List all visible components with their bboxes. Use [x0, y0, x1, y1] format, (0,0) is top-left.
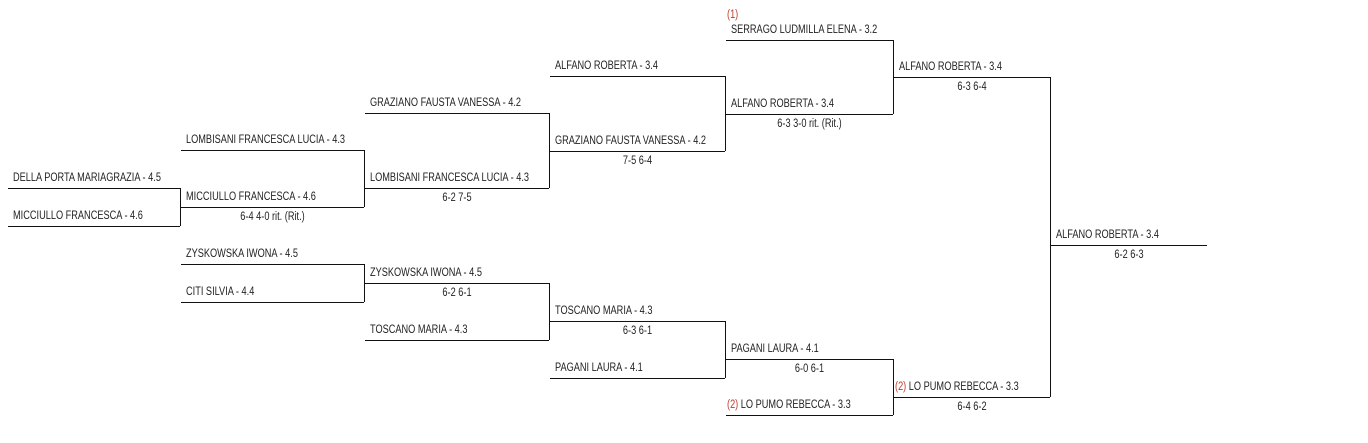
match-score: 6-3 6-1 [622, 325, 653, 337]
player-name: ZYSKOWSKA IWONA - 4.5 [186, 248, 298, 260]
player-name: CITI SILVIA - 4.4 [186, 286, 255, 298]
bracket-line [365, 188, 549, 189]
bracket-line [365, 340, 549, 341]
bracket-line [894, 397, 1050, 398]
player-name: LOMBISANI FRANCESCA LUCIA - 4.3 [370, 172, 530, 184]
player-name: LO PUMO REBECCA - 3.3 [740, 399, 851, 411]
player-entry[interactable]: CITI SILVIA - 4.4 [186, 286, 254, 299]
bracket-line [365, 283, 549, 284]
player-name: TOSCANO MARIA - 4.3 [370, 324, 468, 336]
player-entry[interactable]: MICCIULLO FRANCESCA - 4.6 [13, 210, 143, 223]
match-score: 6-4 4-0 rit. (Rit.) [240, 211, 305, 223]
player-entry[interactable]: ALFANO ROBERTA - 3.4 [899, 61, 1002, 74]
match-score: 6-4 6-2 [957, 401, 987, 413]
player-name: ALFANO ROBERTA - 3.4 [1056, 229, 1159, 241]
bracket-connector [893, 40, 894, 114]
bracket-line [894, 77, 1050, 78]
player-name: ALFANO ROBERTA - 3.4 [731, 98, 834, 110]
bracket-connector [893, 359, 894, 415]
player-entry[interactable]: GRAZIANO FAUSTA VANESSA - 4.2 [370, 97, 521, 110]
player-name: GRAZIANO FAUSTA VANESSA - 4.2 [370, 97, 521, 109]
bracket-line [550, 378, 725, 379]
match-score: 6-3 3-0 rit. (Rit.) [777, 118, 842, 130]
bracket-line [550, 76, 725, 77]
bracket-connector [1050, 77, 1051, 397]
player-entry[interactable]: PAGANI LAURA - 4.1 [555, 362, 643, 375]
player-entry[interactable]: PAGANI LAURA - 4.1 [731, 343, 819, 356]
player-name: GRAZIANO FAUSTA VANESSA - 4.2 [555, 135, 706, 147]
match-score: 6-3 6-4 [957, 81, 987, 93]
match-score: 7-5 6-4 [622, 155, 653, 167]
player-name: ALFANO ROBERTA - 3.4 [899, 61, 1002, 73]
player-name: SERRAGO LUDMILLA ELENA - 3.2 [731, 24, 878, 36]
seed-badge: (2) [727, 399, 741, 411]
player-entry[interactable]: TOSCANO MARIA - 4.3 [370, 324, 467, 337]
bracket-line [726, 359, 893, 360]
bracket-line [726, 40, 893, 41]
bracket-connector [549, 113, 550, 188]
bracket-connector [180, 188, 181, 226]
player-entry[interactable]: ALFANO ROBERTA - 3.4 [555, 60, 658, 73]
match-score: 6-2 6-1 [442, 287, 472, 299]
bracket-line [181, 302, 364, 303]
match-score: 6-0 6-1 [794, 363, 825, 375]
player-entry[interactable]: (2) LO PUMO REBECCA - 3.3 [895, 381, 1019, 394]
player-name: ALFANO ROBERTA - 3.4 [555, 60, 658, 72]
player-name: DELLA PORTA MARIAGRAZIA - 4.5 [13, 172, 161, 184]
player-entry[interactable]: ZYSKOWSKA IWONA - 4.5 [186, 248, 298, 261]
player-entry[interactable]: TOSCANO MARIA - 4.3 [555, 305, 652, 318]
player-entry[interactable]: ALFANO ROBERTA - 3.4 [731, 98, 834, 111]
player-entry[interactable]: DELLA PORTA MARIAGRAZIA - 4.5 [13, 172, 161, 185]
player-name: PAGANI LAURA - 4.1 [731, 343, 819, 355]
bracket-line [365, 113, 549, 114]
player-name: ZYSKOWSKA IWONA - 4.5 [370, 267, 482, 279]
player-name: PAGANI LAURA - 4.1 [555, 362, 643, 374]
player-entry[interactable]: GRAZIANO FAUSTA VANESSA - 4.2 [555, 135, 706, 148]
bracket-line [550, 151, 725, 152]
bracket-line [181, 150, 364, 151]
player-name: MICCIULLO FRANCESCA - 4.6 [13, 210, 143, 222]
bracket-connector [364, 150, 365, 207]
player-entry[interactable]: ALFANO ROBERTA - 3.4 [1056, 229, 1159, 242]
bracket-line [181, 207, 364, 208]
player-name: TOSCANO MARIA - 4.3 [555, 305, 653, 317]
bracket-line [181, 264, 364, 265]
bracket-line [726, 114, 893, 115]
player-name: MICCIULLO FRANCESCA - 4.6 [186, 191, 316, 203]
match-score: 6-2 7-5 [442, 192, 472, 204]
bracket-connector [364, 264, 365, 302]
player-entry[interactable]: LOMBISANI FRANCESCA LUCIA - 4.3 [370, 172, 529, 185]
match-score: 6-2 6-3 [1114, 249, 1144, 261]
seed-badge: (1) [727, 9, 739, 21]
bracket-line [726, 415, 893, 416]
seed-badge: (2) [895, 381, 909, 393]
bracket-connector [725, 321, 726, 378]
player-entry[interactable]: LOMBISANI FRANCESCA LUCIA - 4.3 [186, 134, 345, 147]
player-entry[interactable]: ZYSKOWSKA IWONA - 4.5 [370, 267, 482, 280]
bracket-line [8, 188, 180, 189]
player-name: LOMBISANI FRANCESCA LUCIA - 4.3 [186, 134, 346, 146]
bracket-line [1051, 245, 1207, 246]
bracket-connector [725, 76, 726, 151]
player-entry[interactable]: SERRAGO LUDMILLA ELENA - 3.2 [731, 24, 877, 37]
bracket-line [8, 226, 180, 227]
player-entry[interactable]: (2) LO PUMO REBECCA - 3.3 [727, 399, 851, 412]
bracket-line [550, 321, 725, 322]
player-entry[interactable]: MICCIULLO FRANCESCA - 4.6 [186, 191, 316, 204]
bracket-connector [549, 283, 550, 340]
player-name: LO PUMO REBECCA - 3.3 [908, 381, 1019, 393]
